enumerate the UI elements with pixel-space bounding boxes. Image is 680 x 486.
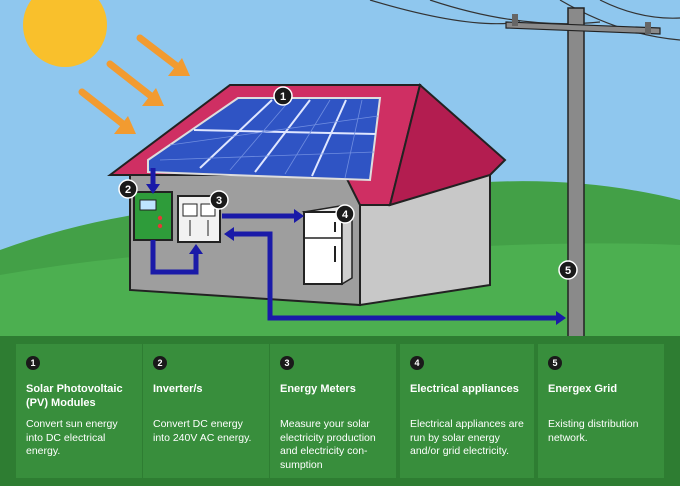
card-title: Electrical appliances (410, 383, 519, 395)
card-title: Solar Photovoltaic (PV) Modules (26, 383, 123, 409)
marker-2: 2 (118, 179, 138, 199)
marker-3: 3 (209, 190, 229, 210)
arrow-to-inverter (146, 184, 160, 194)
marker-label: 1 (280, 91, 286, 103)
sun-rays (78, 34, 186, 132)
utility-pole (505, 7, 661, 340)
arrow-to-meters (189, 244, 203, 254)
card-title: Energy Meters (280, 383, 356, 395)
marker-4: 4 (335, 204, 355, 224)
card-number: 3 (280, 356, 294, 370)
legend-card-pv-modules: 1 Solar Photovoltaic (PV) Modules Conver… (16, 344, 142, 478)
card-description: Electrical appliances are run by solar e… (410, 418, 524, 457)
legend-panel: 1 Solar Photovoltaic (PV) Modules Conver… (0, 336, 680, 486)
marker-label: 2 (125, 184, 131, 196)
card-description: Existing distribution network. (548, 418, 639, 444)
legend-card-appliances: 4 Electrical appliances Electrical appli… (400, 344, 534, 478)
energy-meters (177, 195, 221, 243)
card-description: Convert DC energy into 240V AC energy. (153, 418, 252, 444)
card-number: 4 (410, 356, 424, 370)
roof-side (388, 83, 507, 207)
solar-diagram: 1 2 3 4 5 (0, 0, 680, 340)
arrow-to-appliances (294, 209, 304, 223)
card-description: Measure your solar electricity productio… (280, 418, 376, 471)
sun (23, 0, 107, 67)
arrow-from-grid (224, 227, 234, 241)
marker-1: 1 (273, 86, 293, 106)
solar-panels (147, 97, 382, 182)
marker-label: 4 (342, 209, 349, 221)
card-title: Energex Grid (548, 383, 618, 395)
legend-card-grid: 5 Energex Grid Existing distribution net… (538, 344, 664, 478)
card-number: 1 (26, 356, 40, 370)
legend-card-inverters: 2 Inverter/s Convert DC energy into 240V… (143, 344, 269, 478)
marker-label: 5 (565, 265, 571, 277)
inverter (133, 191, 173, 241)
card-number: 5 (548, 356, 562, 370)
card-title: Inverter/s (153, 383, 203, 395)
arrow-to-grid (556, 311, 566, 325)
wiring (150, 168, 560, 321)
card-description: Convert sun energy into DC electrical en… (26, 418, 118, 457)
marker-5: 5 (558, 260, 578, 280)
legend-card-energy-meters: 3 Energy Meters Measure your solar elect… (270, 344, 396, 478)
card-number: 2 (153, 356, 167, 370)
marker-label: 3 (216, 195, 222, 207)
